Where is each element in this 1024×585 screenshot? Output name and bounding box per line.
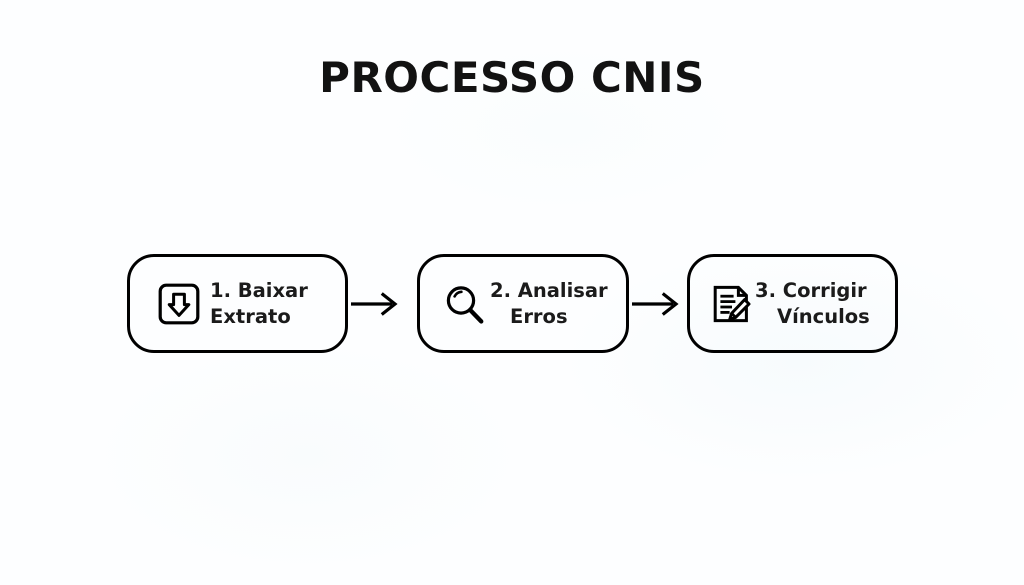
document-pencil-icon xyxy=(710,282,754,326)
page-title: PROCESSO CNIS xyxy=(319,53,705,102)
step-label-line1: 1. Baixar xyxy=(210,278,308,302)
arrow-right-icon-1 xyxy=(350,292,404,316)
step-label-line1: 3. Corrigir xyxy=(755,278,867,302)
magnifier-icon xyxy=(442,282,486,326)
step-label-line2: Extrato xyxy=(210,304,291,328)
step-label-line2: Erros xyxy=(510,304,568,328)
step-label-line1: 2. Analisar xyxy=(490,278,608,302)
download-icon xyxy=(157,282,201,326)
step-label-line2: Vínculos xyxy=(777,304,870,328)
arrow-right-icon-2 xyxy=(631,292,685,316)
